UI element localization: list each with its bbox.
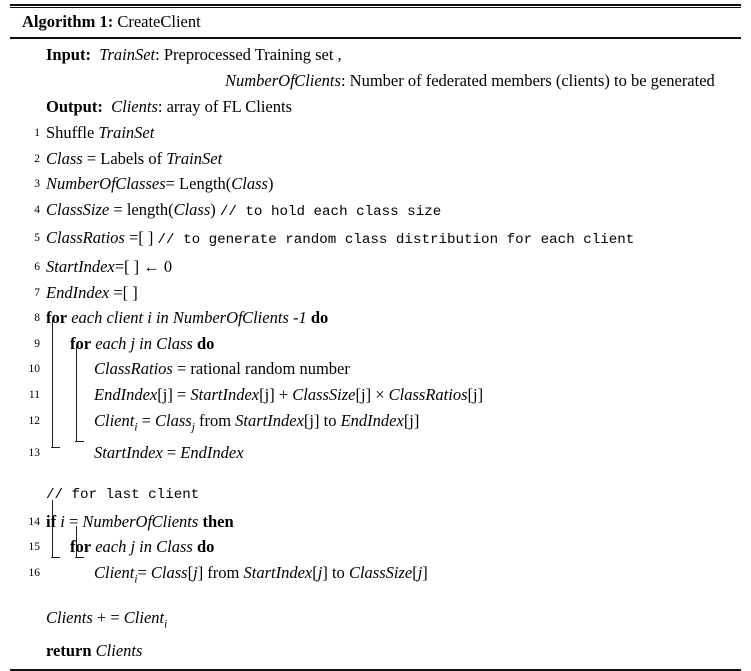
algo-line-15: 15 for each j in Class do (10, 534, 741, 560)
line-number: 14 (28, 515, 41, 528)
algo-line-3: 3 NumberOfClasses= Length(Class) (10, 171, 741, 197)
indent-bar-outer-for (51, 320, 61, 448)
algo-line-4: 4 ClassSize = length(Class) // to hold e… (10, 197, 741, 226)
line-number: 9 (34, 337, 40, 350)
algorithm-float: Algorithm 1: CreateClient Input: TrainSe… (10, 4, 741, 671)
algo-comment-last-client: // for last client (10, 480, 741, 509)
input-text-2: : Number of federated members (clients) … (340, 71, 715, 90)
line-content: NumberOfClasses= Length(Class) (46, 174, 274, 194)
algo-line-2: 2 Class = Labels of TrainSet (10, 146, 741, 172)
algo-line-clients-accumulate: Clients + = Clienti (10, 605, 741, 638)
line-number: 3 (34, 178, 40, 191)
line-content: StartIndex=[ ] ← 0 (46, 256, 173, 276)
line-content: Clients + = Clienti (46, 607, 168, 630)
input-text-1: : Preprocessed Training set , (155, 45, 342, 64)
line-number: 15 (28, 541, 41, 554)
algorithm-caption-label: Algorithm 1: (22, 12, 114, 31)
line-number: 2 (34, 152, 40, 165)
input-var-numberofclients: NumberOfClients (225, 71, 341, 90)
line-content: ClassSize = length(Class) // to hold eac… (46, 199, 442, 220)
line-number: 12 (28, 414, 41, 427)
line-number: 5 (34, 232, 40, 245)
algo-line-return: return Clients (10, 638, 741, 664)
input-var-trainset: TrainSet (99, 45, 156, 64)
output-line: Output: Clients: array of FL Clients (10, 94, 741, 120)
output-var-clients: Clients (111, 97, 158, 116)
output-text: : array of FL Clients (157, 97, 292, 116)
algorithm-body: Input: TrainSet: Preprocessed Training s… (10, 39, 741, 663)
line-content: for each client i in NumberOfClients -1 … (46, 308, 329, 328)
line-number: 10 (28, 363, 41, 376)
if-end-spacer (10, 593, 741, 605)
algo-line-9: 9 for each j in Class do (10, 331, 741, 357)
input-line-2: NumberOfClients: Number of federated mem… (10, 68, 741, 94)
algo-line-13: 13 StartIndex = EndIndex (10, 440, 741, 466)
algo-line-6: 6 StartIndex=[ ] ← 0 (10, 254, 741, 280)
line-content: if i = NumberOfClients then (46, 511, 234, 531)
line-content: Clienti = Classj from StartIndex[j] to E… (94, 410, 420, 433)
algo-line-14: 14 if i = NumberOfClients then (10, 509, 741, 535)
line-content: EndIndex[j] = StartIndex[j] + ClassSize[… (94, 384, 484, 404)
indent-bar-inner-for (75, 346, 85, 442)
line-number: 8 (34, 312, 40, 325)
line-content: // for last client (46, 487, 200, 504)
line-content: for each j in Class do (70, 333, 215, 353)
algorithm-caption: Algorithm 1: CreateClient (10, 8, 741, 37)
input-label: Input: (46, 45, 91, 64)
line-content: Shuffle TrainSet (46, 123, 155, 142)
algo-line-11: 11 EndIndex[j] = StartIndex[j] + ClassSi… (10, 382, 741, 408)
output-label: Output: (46, 97, 103, 116)
input-line-1: Input: TrainSet: Preprocessed Training s… (10, 42, 741, 68)
line-content: Clienti= Class[j] from StartIndex[j] to … (94, 562, 428, 586)
algo-line-8: 8 for each client i in NumberOfClients -… (10, 305, 741, 331)
line-number: 13 (28, 447, 41, 460)
indent-bar-if-block (51, 500, 61, 558)
line-content: Class = Labels of TrainSet (46, 148, 223, 168)
line-content: return Clients (46, 640, 143, 660)
algo-line-7: 7 EndIndex =[ ] (10, 280, 741, 306)
algo-line-12: 12 Clienti = Classj from StartIndex[j] t… (10, 408, 741, 441)
line-number: 6 (34, 260, 40, 273)
line-content: for each j in Class do (70, 537, 215, 557)
algo-line-16: 16 Clienti= Class[j] from StartIndex[j] … (10, 560, 741, 593)
algo-line-1: 1 Shuffle TrainSet (10, 120, 741, 146)
line-number: 7 (34, 286, 40, 299)
algo-line-5: 5 ClassRatios =[ ] // to generate random… (10, 225, 741, 254)
algorithm-caption-title: CreateClient (117, 12, 201, 31)
top-rule-thick (10, 4, 741, 6)
indent-bar-if-inner-for (75, 526, 85, 558)
line-number: 11 (28, 388, 40, 401)
line-content: ClassRatios = rational random number (94, 359, 350, 379)
line-content: StartIndex = EndIndex (94, 443, 244, 463)
loop-end-spacer (10, 466, 741, 480)
line-number: 16 (28, 566, 41, 579)
line-number: 4 (34, 203, 40, 216)
algo-line-10: 10 ClassRatios = rational random number (10, 356, 741, 382)
algorithm-lines: 1 Shuffle TrainSet 2 Class = Labels of T… (10, 120, 741, 663)
caption-rule (10, 37, 741, 39)
line-content: ClassRatios =[ ] // to generate random c… (46, 228, 635, 249)
line-content: EndIndex =[ ] (46, 282, 138, 302)
top-rule-thin (10, 7, 741, 8)
line-number: 1 (34, 127, 40, 139)
